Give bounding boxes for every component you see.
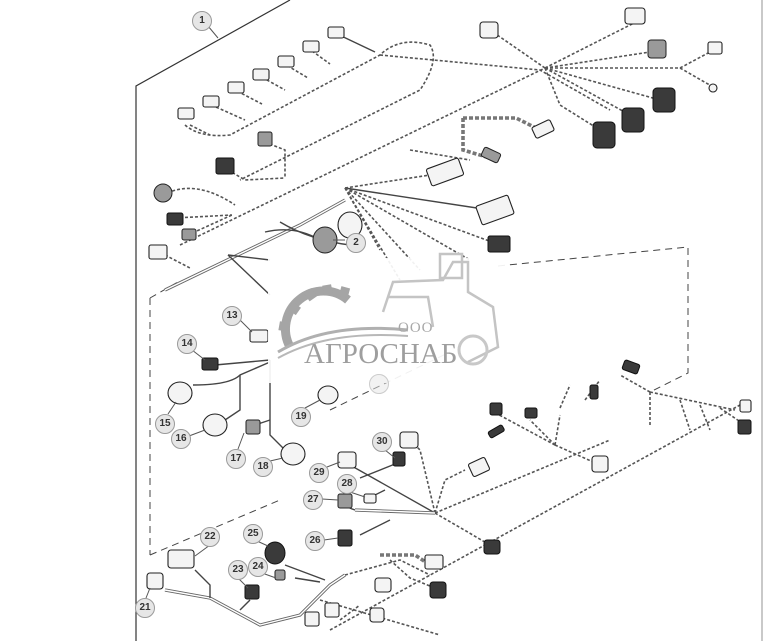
- connector-17: [245, 419, 261, 435]
- connector-24: [274, 569, 286, 581]
- connector-28: [363, 493, 377, 504]
- callout-27[interactable]: 27: [303, 490, 323, 510]
- watermark-brand-name: АГРОСНАБ: [304, 338, 458, 370]
- connector-19: [317, 385, 339, 405]
- watermark-logo-icon: [277, 252, 500, 366]
- connector-18: [280, 442, 306, 466]
- callout-28[interactable]: 28: [337, 474, 357, 494]
- upper-harness: [162, 19, 716, 281]
- connector-15: [167, 381, 193, 405]
- callout-14[interactable]: 14: [177, 334, 197, 354]
- harness-frame: [135, 0, 291, 641]
- callout-19[interactable]: 19: [291, 407, 311, 427]
- callout-22[interactable]: 22: [200, 527, 220, 547]
- callout-15[interactable]: 15: [155, 414, 175, 434]
- callout-23[interactable]: 23: [228, 560, 248, 580]
- callout-1[interactable]: 1: [192, 11, 212, 31]
- connector-26: [337, 529, 353, 547]
- callout-17[interactable]: 17: [226, 449, 246, 469]
- callout-29[interactable]: 29: [309, 463, 329, 483]
- callout-13[interactable]: 13: [222, 306, 242, 326]
- callout-2[interactable]: 2: [346, 233, 366, 253]
- connector-23: [244, 584, 260, 600]
- callout-24[interactable]: 24: [248, 557, 268, 577]
- main-trunk: [164, 198, 351, 296]
- connector-21: [146, 572, 164, 590]
- callout-16[interactable]: 16: [171, 429, 191, 449]
- callout-26[interactable]: 26: [305, 531, 325, 551]
- connector-14: [201, 357, 219, 371]
- connector-29: [337, 451, 357, 469]
- connector-27: [337, 493, 353, 509]
- connectors: [146, 7, 752, 627]
- connector-13: [249, 329, 269, 343]
- connector-25: [264, 541, 286, 565]
- callout-25[interactable]: 25: [243, 524, 263, 544]
- page-edge-rule: [761, 0, 763, 641]
- watermark-agrosnab: ООО АГРОСНАБ: [268, 252, 508, 387]
- sensor-connector: [177, 107, 195, 120]
- watermark-prefix: ООО: [398, 320, 434, 336]
- callout-30[interactable]: 30: [372, 432, 392, 452]
- callout-18[interactable]: 18: [253, 457, 273, 477]
- connector-16: [202, 413, 228, 437]
- callout-21[interactable]: 21: [135, 598, 155, 618]
- connector-30: [392, 451, 406, 467]
- callout-hidden: [369, 374, 389, 394]
- connector-22: [167, 549, 195, 569]
- bottom-harness: [164, 553, 441, 636]
